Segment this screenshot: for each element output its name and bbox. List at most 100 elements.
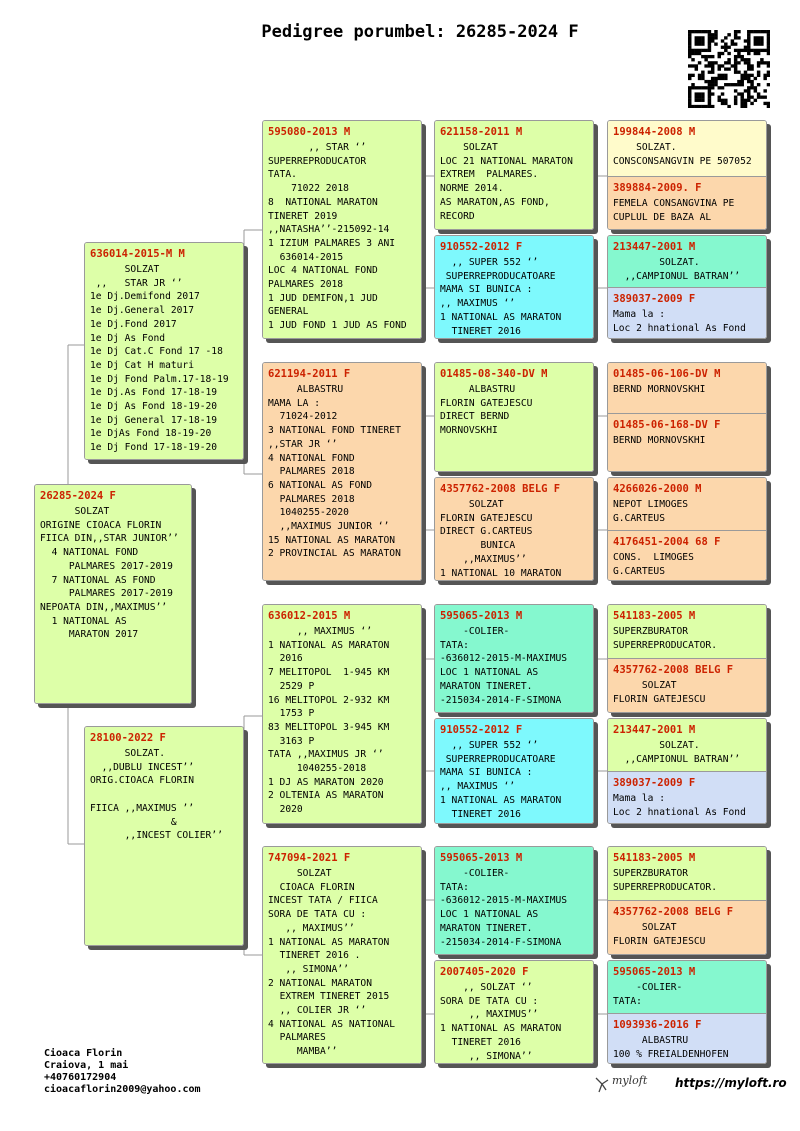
qr-module [710, 76, 715, 81]
qr-module [733, 83, 738, 87]
qr-module [710, 92, 715, 96]
qr-module [727, 67, 731, 71]
qr-module [756, 51, 761, 56]
qr-module [720, 73, 725, 77]
qr-module [694, 30, 699, 34]
qr-code [688, 30, 770, 108]
qr-module [747, 86, 751, 90]
qr-module [743, 98, 748, 102]
ring-number: 4357762-2008 BELG F [613, 906, 734, 918]
qr-module [697, 86, 702, 90]
qr-module [688, 48, 692, 53]
ring-number: 636012-2015 M [268, 610, 351, 622]
qr-module [691, 86, 695, 90]
pedigree-card-mother-father: 636012-2015 M ,, MAXIMUS ‘’ 1 NATIONAL A… [262, 604, 422, 824]
qr-module [747, 76, 751, 81]
qr-module [724, 98, 728, 102]
bird-description: -COLIER- TATA: -636012-2015-M-MAXIMUS LO… [440, 868, 568, 948]
qr-module [733, 95, 738, 99]
qr-module [691, 30, 695, 34]
qr-module [697, 76, 702, 81]
pedigree-card-g5-1: 199844-2008 M SOLZAT. CONSCONSANGVIN PE … [607, 120, 767, 230]
qr-module [707, 45, 712, 49]
qr-module [750, 67, 754, 71]
bird-description: SOLZAT. ,,CAMPIONUL BATRAN’’ [624, 257, 741, 282]
qr-module [688, 51, 692, 56]
ring-number: 595065-2013 M [440, 610, 523, 622]
qr-module [753, 30, 758, 34]
qr-module [766, 45, 770, 49]
qr-module [733, 70, 738, 74]
qr-module [760, 42, 764, 46]
qr-module [717, 98, 721, 102]
ring-number: 389884-2009. F [613, 182, 702, 194]
qr-module [697, 48, 702, 53]
qr-module [704, 64, 708, 68]
myloft-url[interactable]: https://myloft.ro [675, 1076, 787, 1090]
qr-module [694, 64, 699, 68]
qr-module [733, 58, 738, 62]
qr-module [763, 101, 767, 106]
qr-module [710, 61, 715, 65]
qr-module [733, 30, 738, 34]
qr-module [688, 54, 692, 59]
myloft-bird-icon [595, 1077, 609, 1093]
pedigree-card-mff: 595065-2013 M -COLIER- TATA: -636012-201… [434, 604, 594, 713]
qr-module [750, 79, 754, 84]
qr-module [743, 104, 748, 108]
bird-description: SOLZAT ORIGINE CIOACA FLORIN FIICA DIN,,… [40, 506, 179, 641]
qr-module [737, 30, 741, 34]
qr-module [697, 39, 702, 43]
qr-module [743, 89, 748, 93]
pedigree-card-g5-5: 541183-2005 M SUPERZBURATOR SUPERREPRODU… [607, 604, 767, 713]
qr-module [694, 86, 699, 90]
qr-module [766, 30, 770, 34]
qr-module [688, 42, 692, 46]
bird-description: SOLZAT LOC 21 NATIONAL MARATON EXTREM PA… [440, 142, 573, 222]
qr-module [766, 61, 770, 65]
qr-module [743, 45, 748, 49]
ring-number: 747094-2021 F [268, 852, 351, 864]
qr-module [701, 73, 705, 77]
qr-module [724, 76, 728, 81]
qr-module [720, 51, 725, 56]
qr-module [763, 89, 767, 93]
qr-module [707, 70, 712, 74]
qr-module [750, 48, 754, 53]
qr-module [747, 67, 751, 71]
qr-module [720, 101, 725, 106]
ring-number: 26285-2024 F [40, 490, 116, 502]
qr-module [714, 83, 718, 87]
qr-module [714, 42, 718, 46]
qr-module [697, 98, 702, 102]
ring-number: 199844-2008 M [613, 126, 696, 138]
qr-module [740, 104, 744, 108]
pedigree-card-father-mother: 621194-2011 F ALBASTRU MAMA LA : 71024-2… [262, 362, 422, 581]
qr-module [730, 64, 735, 68]
qr-module [766, 104, 770, 108]
qr-module [727, 58, 731, 62]
qr-module [756, 48, 761, 53]
qr-module [701, 95, 705, 99]
qr-module [747, 64, 751, 68]
qr-module [763, 30, 767, 34]
breeder-email[interactable]: cioacaflorin2009@yahoo.com [44, 1084, 201, 1095]
qr-module [766, 83, 770, 87]
qr-module [701, 54, 705, 59]
qr-module [694, 51, 699, 56]
qr-module [740, 98, 744, 102]
pedigree-card-g5-3: 01485-06-106-DV M BERND MORNOVSKHI 01485… [607, 362, 767, 472]
qr-module [701, 98, 705, 102]
qr-module [707, 48, 712, 53]
bird-description: SOLZAT ,, STAR JR ‘’ 1e Dj.Demifond 2017… [90, 264, 229, 454]
qr-module [766, 48, 770, 53]
bird-description: NEPOT LIMOGES G.CARTEUS [613, 499, 689, 524]
qr-module [733, 101, 738, 106]
qr-module [747, 79, 751, 84]
ring-number: 4266026-2000 M [613, 483, 702, 495]
qr-module [750, 64, 754, 68]
qr-module [720, 45, 725, 49]
qr-module [760, 39, 764, 43]
qr-module [710, 39, 715, 43]
